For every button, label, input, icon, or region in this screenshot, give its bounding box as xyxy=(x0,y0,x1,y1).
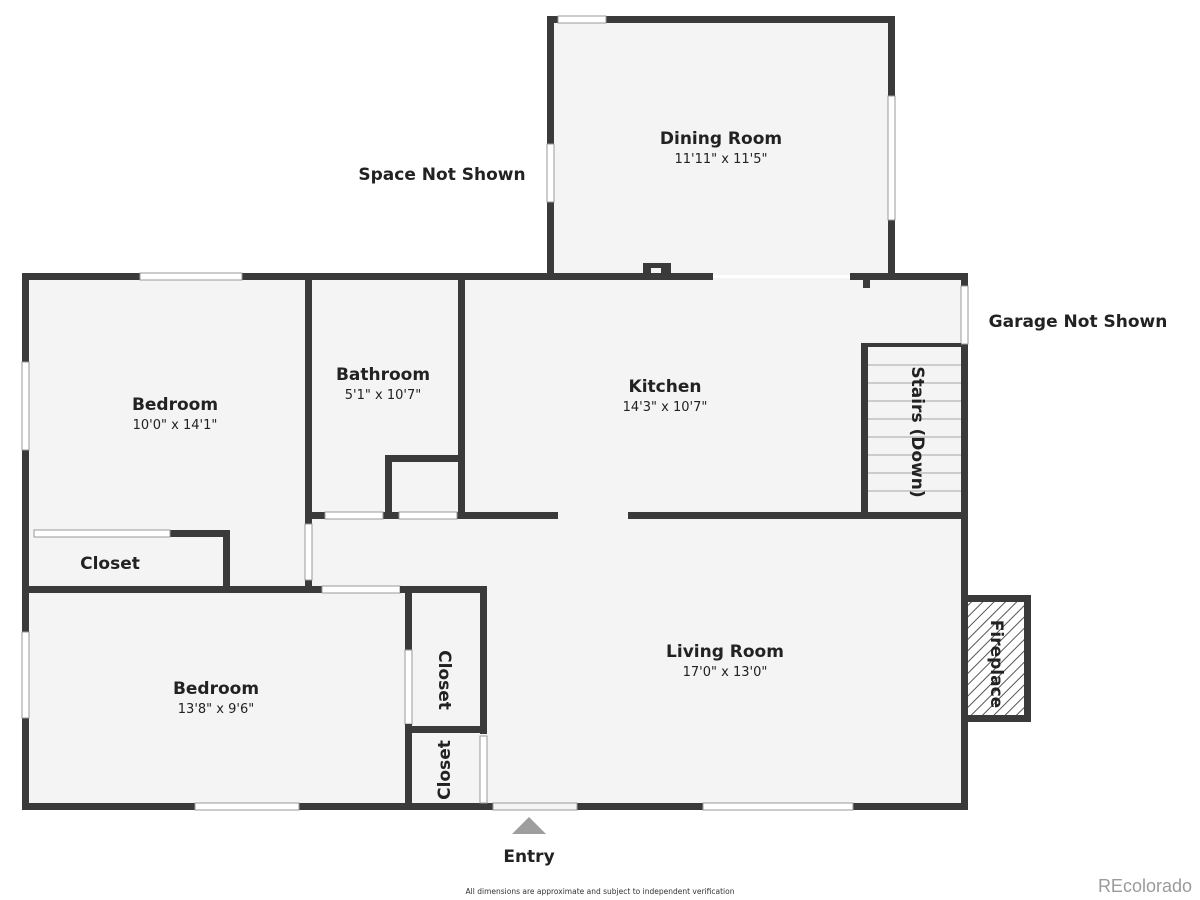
closet3-label: Closet xyxy=(435,740,455,800)
fireplace-label: Fireplace xyxy=(986,620,1006,708)
space-not-shown-note: Space Not Shown xyxy=(358,165,525,185)
closet1-door xyxy=(33,529,171,538)
stairs-label: Stairs (Down) xyxy=(907,366,927,497)
stairs-post xyxy=(863,278,870,288)
dining-wall-right-lower xyxy=(888,220,895,276)
bedroom1-window-top xyxy=(139,272,243,281)
brand-watermark: REcolorado xyxy=(1098,876,1192,896)
bedroom2-right-wall-upper xyxy=(405,586,412,650)
dining-room-label: Dining Room xyxy=(660,129,782,149)
dining-window-top xyxy=(557,15,607,24)
garage-side-window xyxy=(960,285,969,345)
dining-room-floor xyxy=(552,20,891,275)
entry-door-gap xyxy=(493,803,577,810)
living-room-label: Living Room xyxy=(666,642,784,662)
closet2-right-wall xyxy=(480,586,487,734)
living-window-bottom xyxy=(702,802,854,811)
stairs-wall-top xyxy=(861,343,961,347)
dining-window-right xyxy=(887,95,896,221)
bath-bottom-wall xyxy=(305,512,465,519)
kitchen-label: Kitchen xyxy=(629,377,702,397)
dining-wall-left-upper xyxy=(547,16,554,144)
bedroom2-dims: 13'8" x 9'6" xyxy=(178,702,254,717)
bedroom1-dims: 10'0" x 14'1" xyxy=(133,418,218,433)
bedroom1-bath-wall xyxy=(305,278,312,591)
living-room-dims: 17'0" x 13'0" xyxy=(683,665,768,680)
main-floor xyxy=(26,278,965,806)
bedroom2-top-wall-right xyxy=(400,586,487,593)
bedroom2-window-bottom xyxy=(194,802,300,811)
stair-treads xyxy=(868,364,961,492)
bedroom-separator-wall xyxy=(22,586,322,593)
entry-label: Entry xyxy=(503,847,554,867)
dining-wall-left-lower xyxy=(547,202,554,276)
bedroom1-label: Bedroom xyxy=(132,395,218,415)
entry-arrow-icon xyxy=(512,817,546,834)
bedroom1-window-left xyxy=(21,361,30,451)
closet3-door xyxy=(479,735,488,804)
bath-closet-wall-top xyxy=(385,455,463,462)
disclaimer-text: All dimensions are approximate and subje… xyxy=(466,887,735,896)
bedroom2-label: Bedroom xyxy=(173,679,259,699)
bedroom2-right-wall-lower xyxy=(405,724,412,810)
bath-kitchen-wall xyxy=(458,278,465,519)
bathroom-label: Bathroom xyxy=(336,365,430,385)
fireplace-hatch xyxy=(968,602,1024,715)
closet1-right-wall xyxy=(223,530,230,588)
wall-left xyxy=(22,273,29,810)
bedroom2-window-left xyxy=(21,631,30,719)
kitchen-dims: 14'3" x 10'7" xyxy=(623,400,708,415)
closet-divider-wall xyxy=(405,726,487,733)
closet1-label: Closet xyxy=(80,554,140,574)
dining-wall-right-upper xyxy=(888,16,895,96)
garage-not-shown-note: Garage Not Shown xyxy=(989,312,1168,332)
closet2-label: Closet xyxy=(434,650,454,710)
hall-door-left xyxy=(304,523,313,581)
dining-wall-top xyxy=(547,16,895,23)
wall-top-right xyxy=(850,273,968,280)
stairs-wall-left xyxy=(861,343,868,519)
kitchen-living-wall-right xyxy=(628,512,968,519)
bath-door-2 xyxy=(398,511,458,520)
closet2-door xyxy=(404,649,413,725)
wall-top-left xyxy=(22,273,713,280)
entry-door xyxy=(492,802,578,811)
dining-room-dims: 11'11" x 11'5" xyxy=(675,152,768,167)
dining-window-left xyxy=(546,143,555,203)
bathroom-dims: 5'1" x 10'7" xyxy=(345,388,421,403)
bath-closet-wall-left xyxy=(385,455,392,519)
bedroom2-door xyxy=(321,585,401,594)
kitchen-living-wall-left xyxy=(458,512,558,519)
dining-chimney-inner xyxy=(651,268,661,275)
closet1-top-wall xyxy=(170,530,230,537)
wall-right xyxy=(961,273,968,810)
bath-door-1 xyxy=(324,511,384,520)
